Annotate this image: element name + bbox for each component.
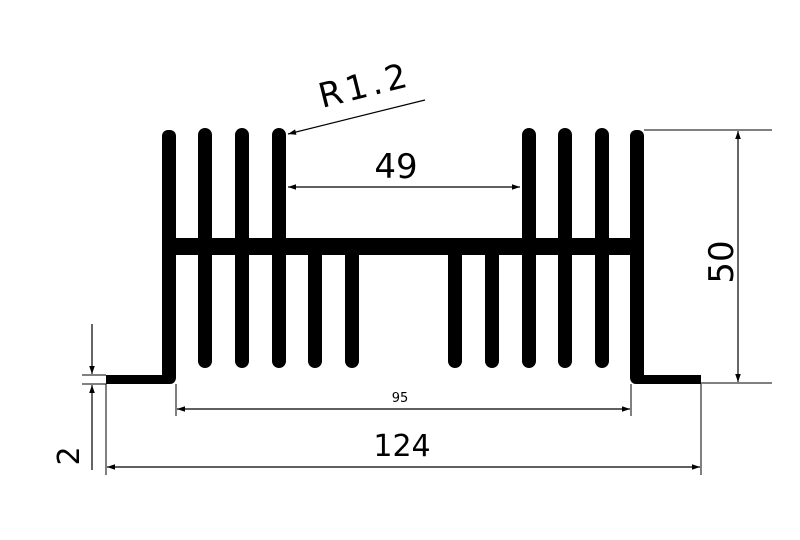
right-foot [637, 375, 701, 384]
fin-upper [522, 128, 536, 248]
dim-height-label: 50 [702, 240, 742, 283]
fin-lower [485, 245, 499, 368]
fin-upper [235, 128, 249, 248]
right-wall [630, 130, 644, 384]
left-foot [106, 375, 170, 384]
dim-thickness: 2 [52, 324, 106, 470]
fin-lower [522, 245, 536, 368]
radius-callout: R1.2 [287, 55, 426, 135]
dim-height: 50 [644, 129, 772, 384]
fin-upper [558, 128, 572, 248]
dim-total-label: 124 [373, 429, 430, 464]
fin-lower [448, 245, 462, 368]
fin-lower [198, 245, 212, 368]
dim-base-inner: 95 [175, 384, 632, 416]
heatsink-profile [106, 128, 701, 384]
dim-base-inner-label: 95 [392, 391, 409, 406]
fin-lower [308, 245, 322, 368]
dim-inner-gap-label: 49 [374, 147, 417, 187]
fin-upper [595, 128, 609, 248]
dim-thickness-label: 2 [52, 446, 87, 465]
dim-total: 124 [105, 384, 702, 475]
fin-lower [595, 245, 609, 368]
fin-upper [198, 128, 212, 248]
fin-lower [235, 245, 249, 368]
fin-upper [272, 128, 286, 248]
left-wall [162, 130, 176, 384]
fin-lower [272, 245, 286, 368]
fin-lower [558, 245, 572, 368]
radius-label: R1.2 [315, 55, 416, 116]
radius-leader [287, 99, 426, 135]
fin-lower [345, 245, 359, 368]
dim-inner-gap: 49 [288, 147, 520, 190]
